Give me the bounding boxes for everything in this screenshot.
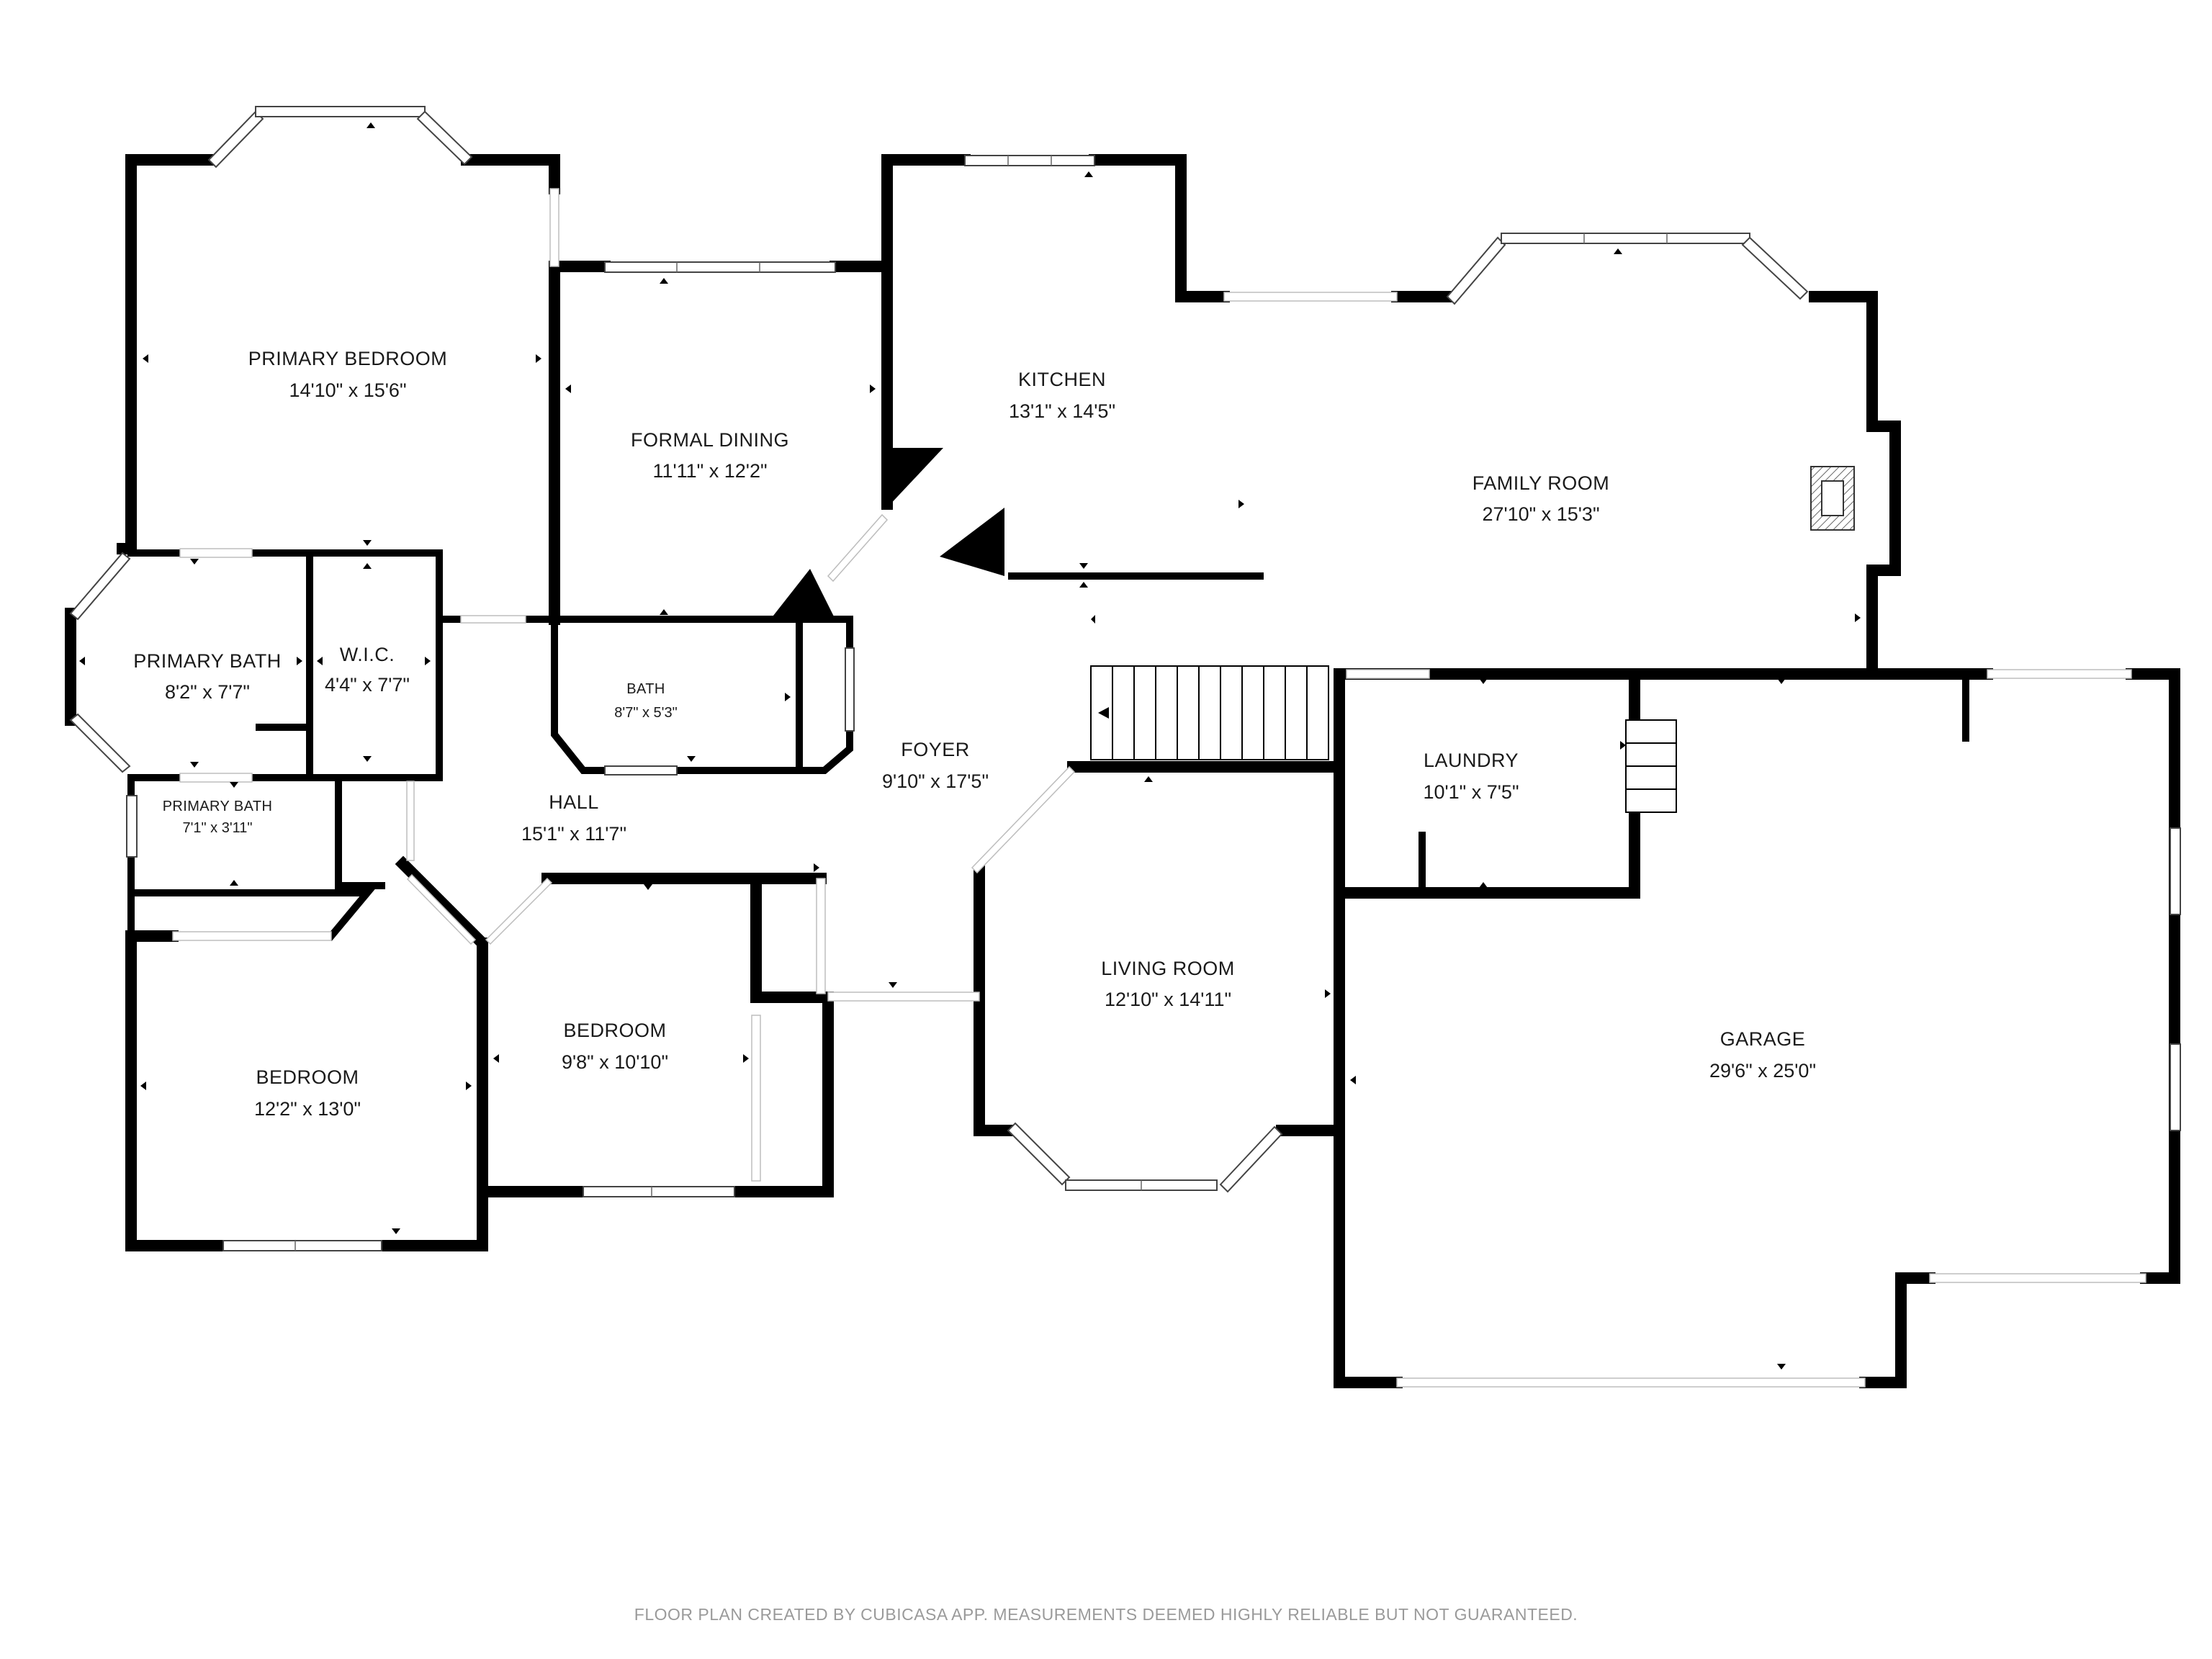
wall-opening	[827, 992, 980, 1002]
room-dimensions: 12'2" x 13'0"	[254, 1098, 361, 1120]
window	[69, 713, 131, 773]
room-name: LAUNDRY	[1424, 750, 1519, 771]
wall-opening	[816, 878, 826, 994]
room-primary-bath-2: PRIMARY BATH 7'1" x 3'11"	[163, 799, 273, 836]
room-dimensions: 13'1" x 14'5"	[1009, 400, 1115, 422]
room-name: LIVING ROOM	[1101, 958, 1235, 979]
room-bedroom-1: BEDROOM 12'2" x 13'0"	[254, 1066, 361, 1120]
room-dimensions: 9'8" x 10'10"	[562, 1051, 668, 1073]
bath-corner	[770, 569, 835, 619]
wall-opening	[406, 781, 415, 861]
stairs	[1090, 665, 1677, 813]
dimension-markers	[79, 122, 1861, 1370]
room-formal-dining: FORMAL DINING 11'11" x 12'2"	[631, 429, 789, 482]
garage-door	[1929, 1273, 2146, 1283]
room-hall: HALL 15'1" x 11'7"	[521, 791, 626, 845]
wall-opening	[460, 615, 526, 624]
room-name: PRIMARY BATH	[133, 650, 282, 672]
room-primary-bath: PRIMARY BATH 8'2" x 7'7"	[133, 650, 282, 703]
wall-opening	[179, 548, 253, 558]
window	[2170, 1043, 2181, 1131]
room-bath: BATH 8'7" x 5'3"	[614, 681, 677, 721]
wall-opening	[485, 877, 553, 945]
window	[1501, 233, 1750, 244]
room-kitchen: KITCHEN 13'1" x 14'5"	[1009, 369, 1115, 422]
window	[604, 765, 678, 775]
window	[1446, 236, 1506, 305]
room-name: BEDROOM	[256, 1066, 359, 1088]
room-dimensions: 14'10" x 15'6"	[289, 379, 406, 401]
room-dimensions: 8'2" x 7'7"	[165, 681, 250, 703]
wall-opening	[406, 873, 477, 945]
wall-opening	[751, 1015, 761, 1182]
wall-opening	[179, 773, 253, 783]
room-wic: W.I.C. 4'4" x 7'7"	[325, 644, 410, 696]
room-dimensions: 9'10" x 17'5"	[882, 770, 989, 792]
window	[1741, 236, 1809, 300]
windows	[69, 106, 2181, 1388]
room-foyer: FOYER 9'10" x 17'5"	[882, 739, 989, 792]
wall-corner	[887, 448, 943, 508]
window	[845, 647, 855, 732]
room-name: KITCHEN	[1018, 369, 1106, 390]
room-dimensions: 15'1" x 11'7"	[521, 823, 626, 845]
counter-corner	[940, 508, 1004, 576]
room-laundry: LAUNDRY 10'1" x 7'5"	[1423, 750, 1519, 803]
window	[222, 1240, 382, 1251]
room-dimensions: 11'11" x 12'2"	[652, 460, 767, 482]
room-dimensions: 7'1" x 3'11"	[182, 820, 252, 836]
room-dimensions: 10'1" x 7'5"	[1423, 781, 1519, 803]
room-name: FOYER	[901, 739, 970, 760]
wall-opening	[1346, 669, 1430, 679]
room-name: BATH	[626, 681, 665, 697]
wall-opening	[1987, 669, 2132, 679]
room-dimensions: 4'4" x 7'7"	[325, 674, 410, 696]
wall-opening	[971, 765, 1076, 874]
window	[2170, 827, 2181, 915]
room-labels: PRIMARY BEDROOM 14'10" x 15'6" FORMAL DI…	[133, 348, 1816, 1120]
room-dimensions: 29'6" x 25'0"	[1709, 1060, 1816, 1082]
room-dimensions: 27'10" x 15'3"	[1482, 503, 1599, 525]
window	[207, 110, 264, 168]
garage-door	[1396, 1377, 1866, 1388]
wall-opening	[549, 188, 559, 267]
wall-opening	[1223, 292, 1398, 302]
window	[126, 795, 138, 858]
window	[69, 552, 131, 621]
window	[416, 110, 473, 166]
solid-shapes	[770, 448, 1004, 619]
room-name: PRIMARY BATH	[163, 799, 273, 814]
walls	[65, 154, 2180, 1388]
window	[604, 261, 836, 273]
room-name: BEDROOM	[563, 1020, 666, 1041]
window	[964, 155, 1095, 166]
wall-opening	[172, 931, 332, 941]
room-garage: GARAGE 29'6" x 25'0"	[1709, 1028, 1816, 1082]
room-name: GARAGE	[1720, 1028, 1806, 1050]
window	[1219, 1125, 1283, 1193]
room-name: HALL	[549, 791, 599, 813]
window	[1007, 1122, 1071, 1186]
disclaimer-footer: FLOOR PLAN CREATED BY CUBICASA APP. MEAS…	[634, 1605, 1578, 1624]
room-family-room: FAMILY ROOM 27'10" x 15'3"	[1473, 472, 1610, 525]
room-primary-bedroom: PRIMARY BEDROOM 14'10" x 15'6"	[248, 348, 448, 401]
fireplace-icon	[1810, 466, 1855, 531]
room-name: FORMAL DINING	[631, 429, 789, 451]
window	[255, 106, 426, 117]
room-bedroom-2: BEDROOM 9'8" x 10'10"	[562, 1020, 668, 1073]
window	[583, 1186, 735, 1197]
wall-opening	[827, 513, 889, 583]
room-living-room: LIVING ROOM 12'10" x 14'11"	[1101, 958, 1235, 1010]
room-dimensions: 8'7" x 5'3"	[614, 705, 677, 721]
room-dimensions: 12'10" x 14'11"	[1105, 989, 1231, 1010]
room-name: W.I.C.	[340, 644, 395, 665]
room-name: FAMILY ROOM	[1473, 472, 1610, 494]
room-name: PRIMARY BEDROOM	[248, 348, 448, 369]
